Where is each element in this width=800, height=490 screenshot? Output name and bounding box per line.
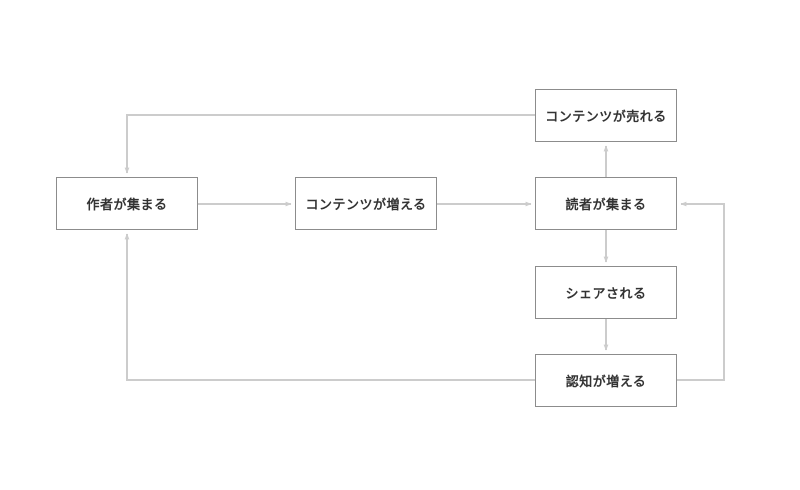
edge-awareness-to-authors [124, 233, 535, 381]
node-authors-gather: 作者が集まる [56, 177, 198, 230]
node-label: コンテンツが増える [305, 198, 427, 213]
node-label: 作者が集まる [86, 198, 168, 213]
node-label: 認知が増える [565, 375, 647, 390]
node-gets-shared: シェアされる [535, 266, 677, 319]
node-content-sells: コンテンツが売れる [535, 89, 677, 142]
node-label: 読者が集まる [565, 198, 647, 213]
node-label: コンテンツが売れる [545, 110, 667, 125]
node-readers-gather: 読者が集まる [535, 177, 677, 230]
edge-awareness-to-readers [677, 201, 725, 381]
node-label: シェアされる [565, 287, 647, 302]
node-awareness-increases: 認知が増える [535, 354, 677, 407]
node-content-increases: コンテンツが増える [295, 177, 437, 230]
edge-content-sold-to-authors [124, 114, 535, 174]
